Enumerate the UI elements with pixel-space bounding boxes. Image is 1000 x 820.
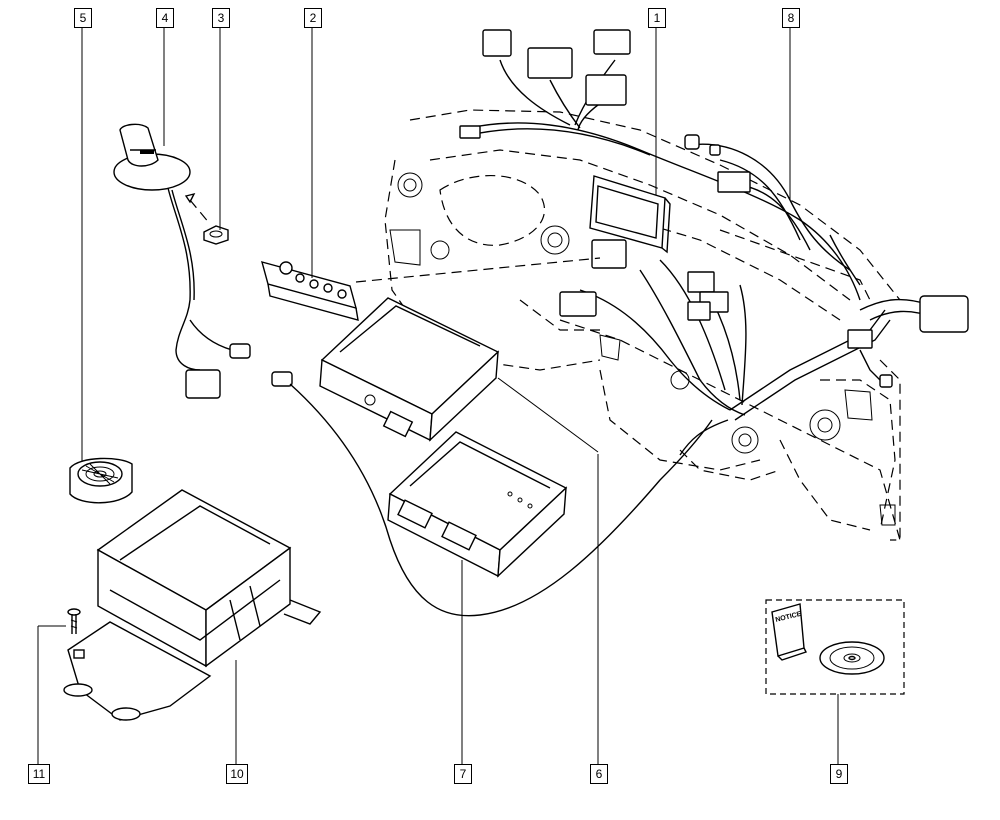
callout-3: 3 — [212, 8, 230, 28]
mounting-frame — [63, 489, 322, 721]
callout-5: 5 — [74, 8, 92, 28]
callout-1: 1 — [648, 8, 666, 28]
callout-6: 6 — [590, 764, 608, 784]
antenna-cable — [271, 371, 713, 617]
callout-11: 11 — [28, 764, 50, 784]
navigation-unit — [387, 431, 568, 578]
callout-2: 2 — [304, 8, 322, 28]
leader-lines — [37, 28, 839, 764]
radio-unit — [319, 297, 599, 453]
callout-8: 8 — [782, 8, 800, 28]
screw — [67, 608, 81, 634]
dashboard-outline — [384, 109, 901, 541]
control-panel — [261, 257, 601, 321]
callout-9: 9 — [830, 764, 848, 784]
wiring-harness — [459, 29, 969, 456]
speaker — [69, 457, 133, 504]
callout-10: 10 — [226, 764, 248, 784]
display-unit — [589, 175, 671, 269]
documentation-kit: NOTICE — [765, 599, 905, 695]
callout-7: 7 — [454, 764, 472, 784]
callout-4: 4 — [156, 8, 174, 28]
roof-antenna — [113, 123, 251, 399]
antenna-nut — [184, 192, 229, 245]
